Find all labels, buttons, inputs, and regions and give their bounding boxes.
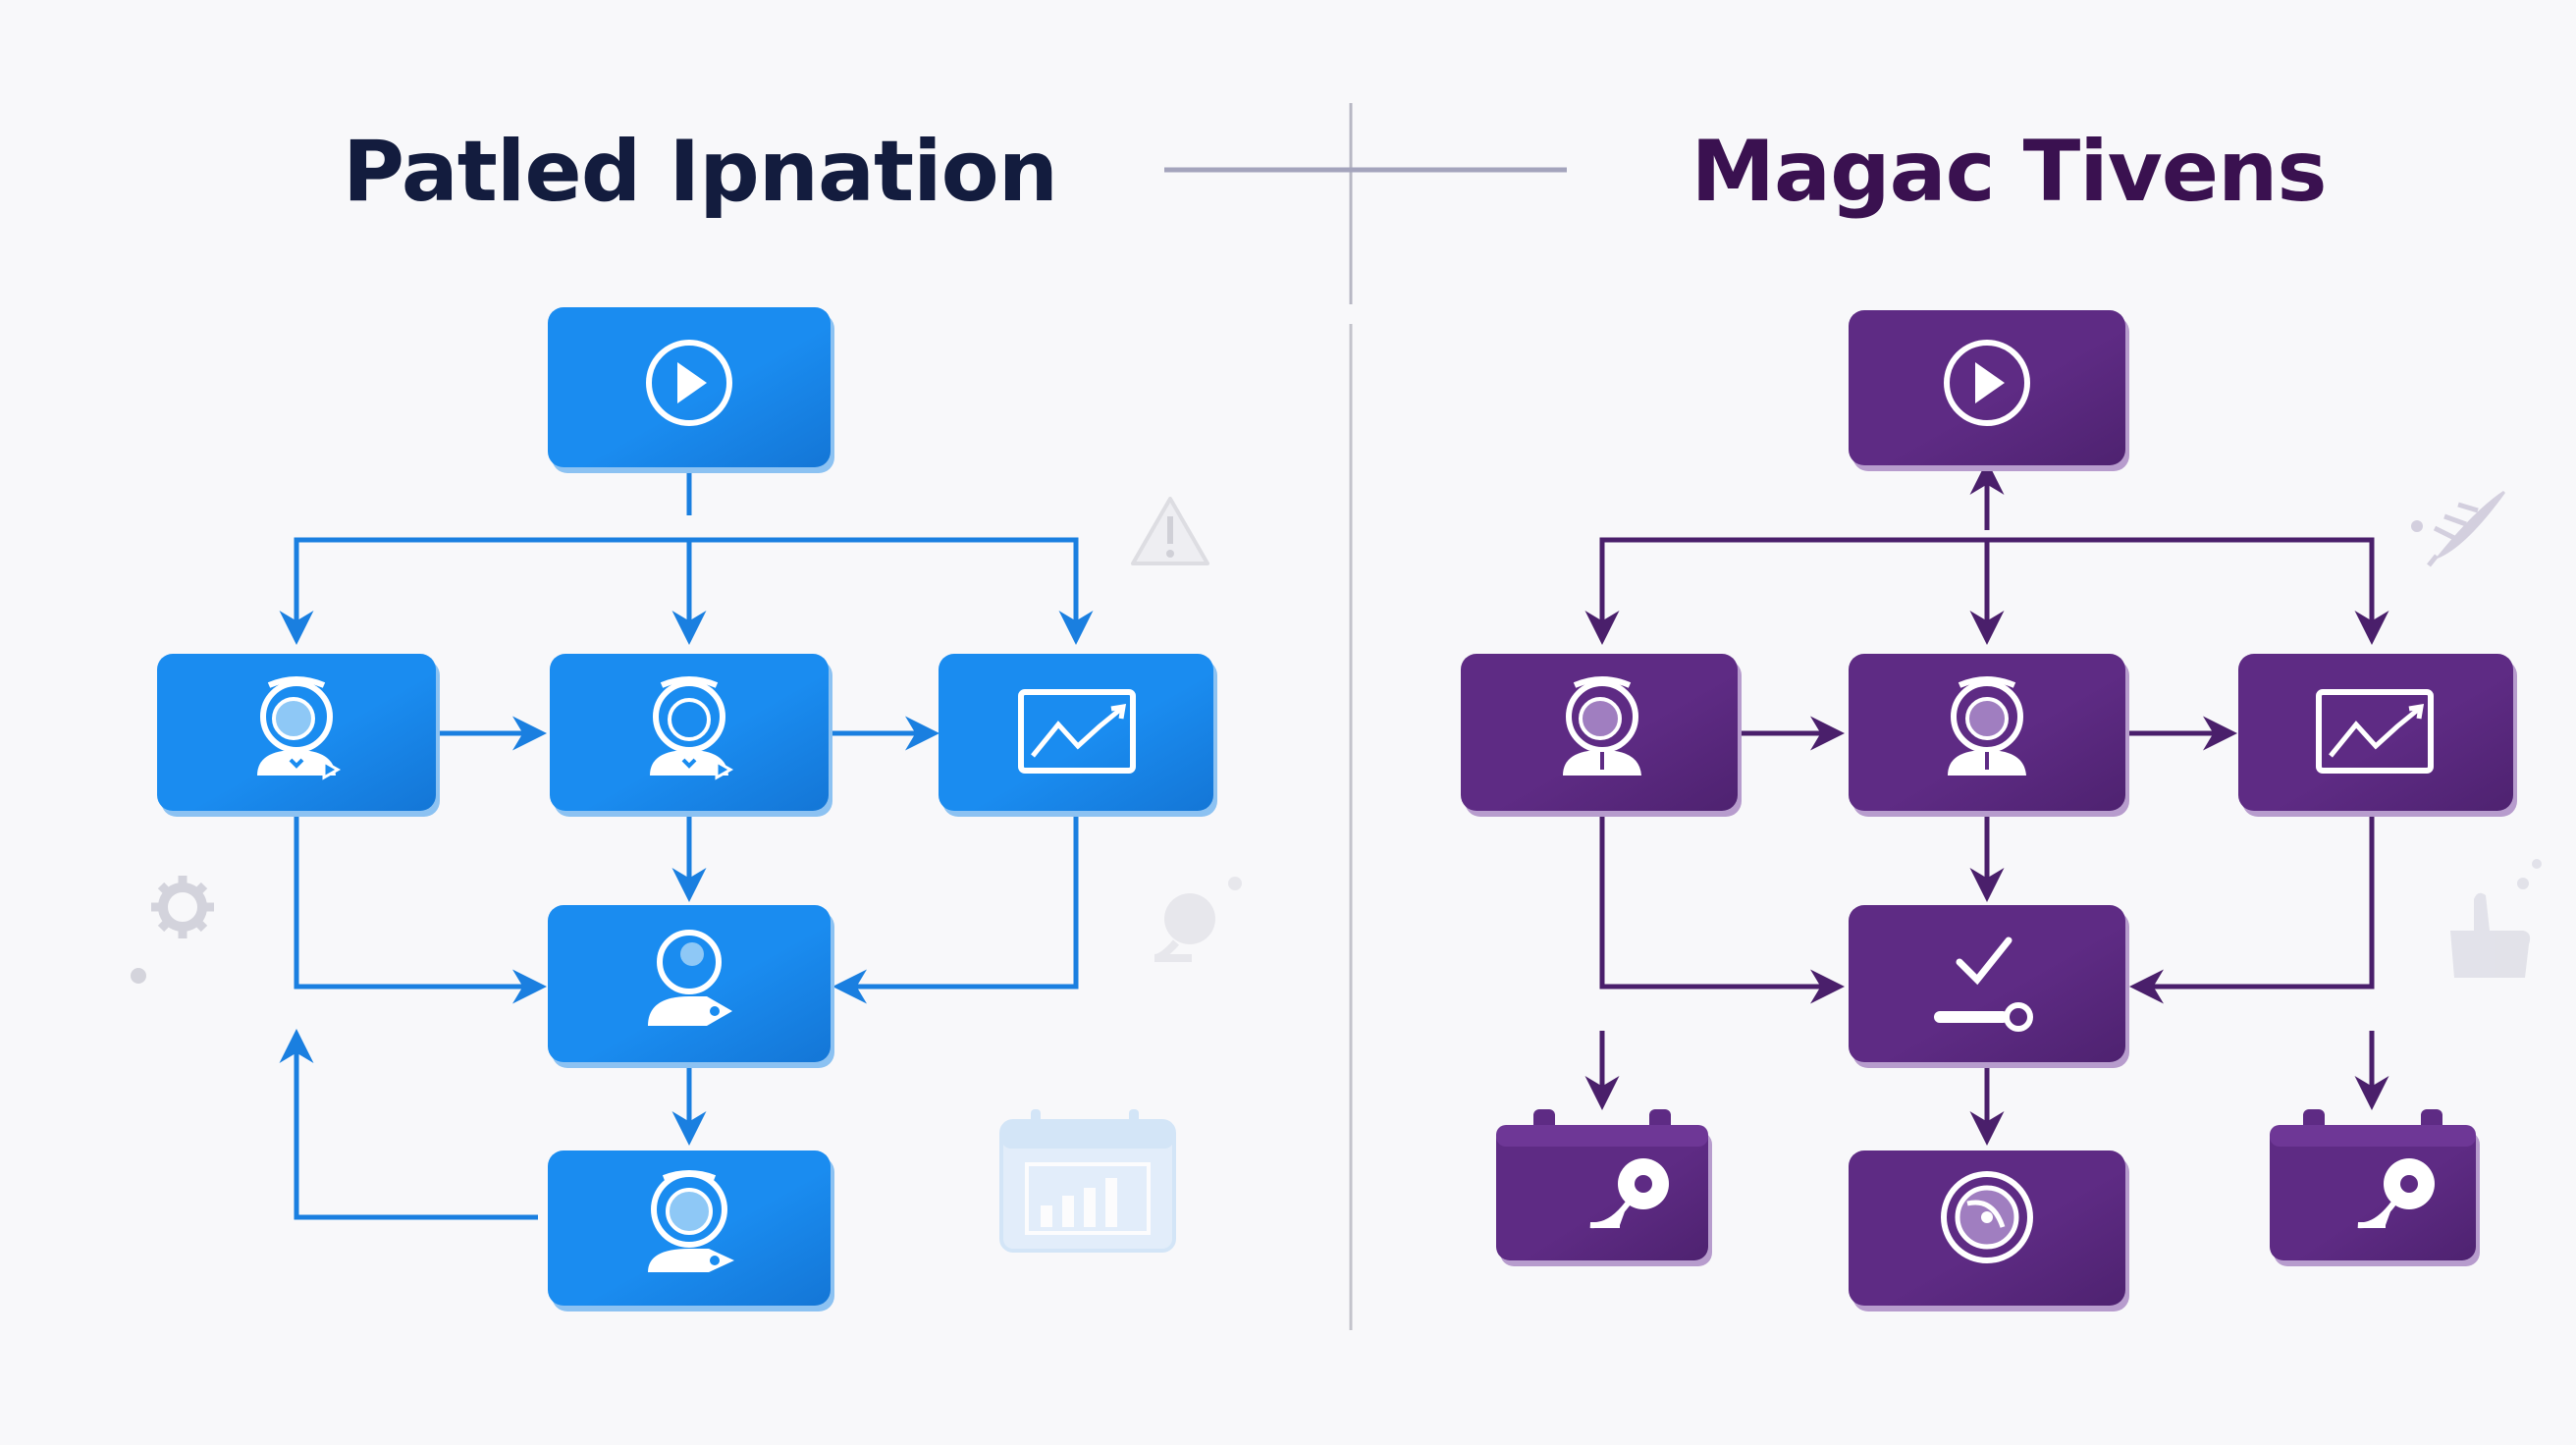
user-webcam-icon — [648, 1170, 734, 1272]
connector-chart-to-c — [832, 815, 1079, 1004]
connector-a-to-c — [294, 815, 547, 1004]
right-node-start[interactable] — [1849, 310, 2129, 471]
user-tag-icon — [648, 930, 732, 1026]
calendar-chat-icon — [1589, 1158, 1669, 1229]
user-icon — [1948, 676, 2026, 776]
right-node-cal-left[interactable] — [1496, 1109, 1712, 1266]
right-node-cal-right[interactable] — [2270, 1109, 2480, 1266]
connector-d-loop-back — [279, 1029, 538, 1220]
connector-chart-to-check — [2129, 815, 2375, 1004]
play-icon — [1944, 340, 2030, 426]
checkmark-tag-icon — [1934, 937, 2033, 1032]
right-connectors — [1584, 460, 2389, 1146]
right-node-user-a[interactable] — [1461, 654, 1742, 817]
left-node-user-a[interactable] — [157, 654, 440, 817]
connector-a-to-check — [1599, 815, 1845, 1004]
connector-branch-bar — [294, 537, 1079, 638]
right-node-check[interactable] — [1849, 905, 2129, 1068]
right-node-user-b[interactable] — [1849, 654, 2129, 817]
center-divider — [1164, 103, 1567, 1330]
line-chart-icon — [1018, 689, 1136, 774]
left-node-user-d[interactable] — [548, 1151, 834, 1311]
calendar-bar-chart-icon — [999, 1109, 1176, 1253]
play-icon — [646, 340, 732, 426]
left-panel-title: Patled Ipnation — [343, 123, 1058, 221]
left-node-start[interactable] — [548, 307, 834, 473]
record-icon — [1941, 1171, 2033, 1263]
right-node-chart[interactable] — [2238, 654, 2517, 817]
gear-icon — [151, 876, 214, 938]
user-icon — [1563, 676, 1641, 776]
left-node-user-c[interactable] — [548, 905, 834, 1068]
hand-icon — [2450, 859, 2542, 978]
chat-bubble-icon — [1154, 877, 1242, 962]
user-heart-icon — [257, 676, 342, 780]
leaf-icon — [2411, 491, 2505, 567]
left-node-chart[interactable] — [939, 654, 1217, 817]
user-heart-icon — [650, 676, 734, 780]
left-node-user-b[interactable] — [550, 654, 832, 817]
right-node-record[interactable] — [1849, 1151, 2129, 1311]
left-connectors — [279, 469, 1094, 1220]
line-chart-icon — [2316, 689, 2434, 774]
calendar-chat-icon — [2357, 1158, 2435, 1229]
right-panel-title: Magac Tivens — [1690, 123, 2327, 221]
decor-dot — [131, 968, 146, 984]
warning-icon — [1131, 497, 1209, 565]
